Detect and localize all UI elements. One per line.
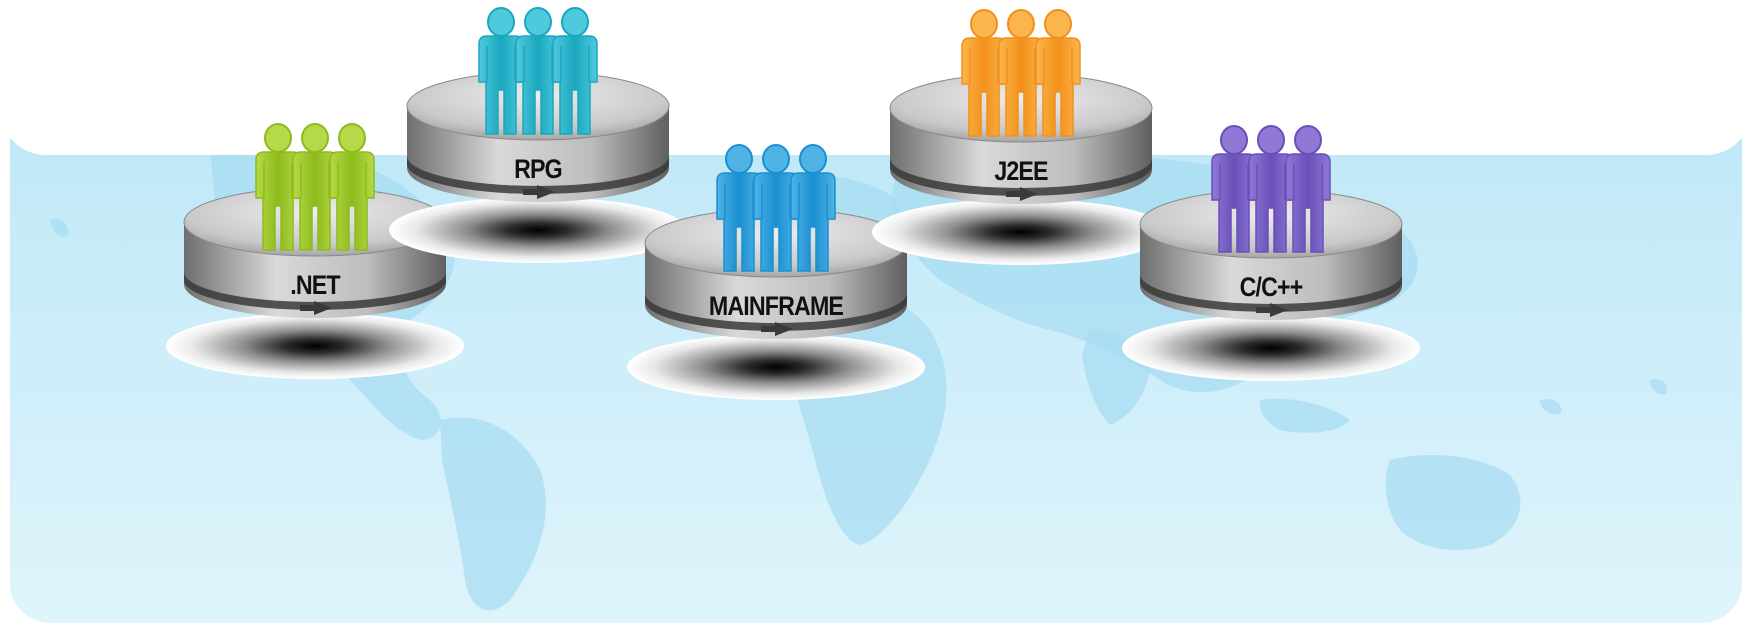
platform-disk	[644, 209, 908, 339]
people-group-icon	[1211, 125, 1331, 253]
platform-shadow	[389, 197, 687, 263]
platform-shadow	[1122, 315, 1420, 381]
person-figure	[1248, 125, 1294, 253]
platform-shadow	[627, 334, 925, 400]
platform-j2ee: J2EE	[872, 8, 1188, 308]
person-figure	[292, 123, 338, 251]
person-figure	[1035, 9, 1081, 137]
platform-label: C/C++	[1239, 272, 1304, 302]
person-figure	[1285, 125, 1331, 253]
person-figure	[1211, 125, 1257, 253]
platform-c-c: C/C++	[1122, 124, 1438, 424]
people-group-icon	[716, 144, 836, 272]
platform-disk	[1139, 190, 1403, 320]
person-figure	[753, 144, 799, 272]
person-figure	[329, 123, 375, 251]
person-figure	[790, 144, 836, 272]
platform-mainframe: MAINFRAME	[627, 143, 943, 443]
platform-net: .NET	[166, 122, 482, 422]
top-band	[0, 0, 1752, 155]
people-group-icon	[478, 7, 598, 135]
platform-disk	[183, 188, 447, 318]
platform-label: J2EE	[994, 156, 1048, 186]
person-figure	[552, 7, 598, 135]
platform-disk	[889, 74, 1153, 204]
people-group-icon	[255, 123, 375, 251]
platform-rpg: RPG	[389, 6, 705, 306]
platform-disk	[406, 72, 670, 202]
person-figure	[716, 144, 762, 272]
platform-label: MAINFRAME	[708, 291, 844, 321]
platform-shadow	[872, 199, 1170, 265]
people-group-icon	[961, 9, 1081, 137]
platform-label: RPG	[514, 154, 563, 184]
platform-shadow	[166, 313, 464, 379]
platform-label: .NET	[290, 270, 340, 300]
